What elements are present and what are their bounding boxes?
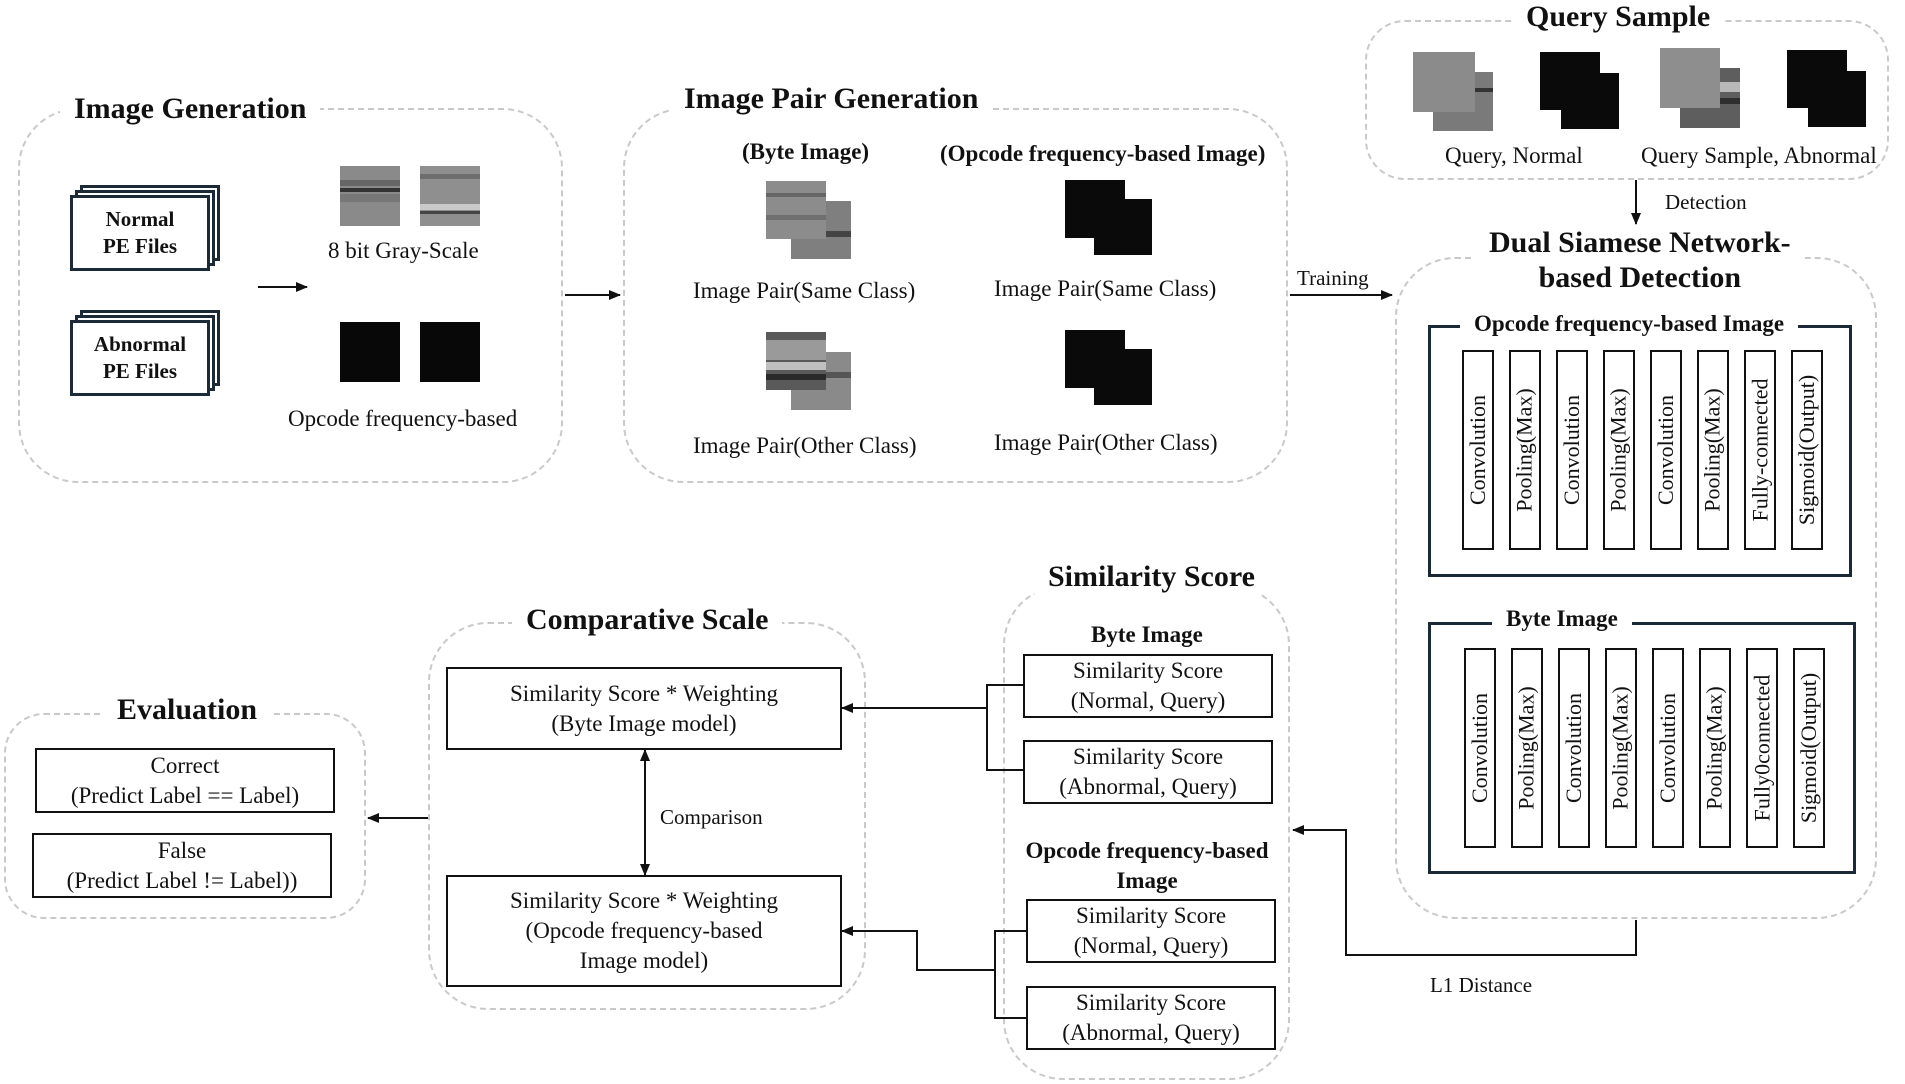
comparison-label: Comparison xyxy=(660,805,763,829)
byte-layer-pooling-2: Pooling(Max) xyxy=(1605,648,1637,848)
opcode-pair-other-label: Image Pair(Other Class) xyxy=(994,430,1218,455)
false-box: False (Predict Label != Label)) xyxy=(32,833,332,898)
byte-layer-pooling-3: Pooling(Max) xyxy=(1699,648,1731,848)
gray-scale-image-2 xyxy=(420,166,480,226)
opcode-layer-convolution-2: Convolution xyxy=(1556,350,1588,550)
correct-box: Correct (Predict Label == Label) xyxy=(35,748,335,813)
query-normal-label: Query, Normal xyxy=(1445,143,1583,168)
query-normal-opcode-image xyxy=(1540,52,1620,130)
byte-layer-pooling-1: Pooling(Max) xyxy=(1511,648,1543,848)
opcode-pair-same-label: Image Pair(Same Class) xyxy=(994,276,1217,301)
opcode-image-2 xyxy=(420,322,480,382)
query-abnormal-gray-image xyxy=(1660,48,1740,128)
byte-layer-convolution-1: Convolution xyxy=(1464,648,1496,848)
evaluation-title: Evaluation xyxy=(103,693,272,727)
query-abnormal-opcode-image xyxy=(1787,50,1867,128)
byte-pair-same-label: Image Pair(Same Class) xyxy=(693,278,916,303)
similarity-opcode-header: Opcode frequency-based Image xyxy=(1025,838,1269,893)
l1-distance-label: L1 Distance xyxy=(1430,973,1533,997)
byte-layer-convolution-3: Convolution xyxy=(1652,648,1684,848)
opcode-layer-convolution-1: Convolution xyxy=(1462,350,1494,550)
opcode-layer-pooling-2: Pooling(Max) xyxy=(1603,350,1635,550)
query-abnormal-label: Query Sample, Abnormal xyxy=(1641,143,1877,168)
image-pair-generation-title: Image Pair Generation xyxy=(670,82,993,116)
opcode-layer-pooling-3: Pooling(Max) xyxy=(1697,350,1729,550)
opcode-pair-other-image xyxy=(1065,330,1153,406)
opcode-layer-pooling-1: Pooling(Max) xyxy=(1509,350,1541,550)
image-generation-title: Image Generation xyxy=(60,92,321,126)
byte-layer-fully-connected: Fully0connected xyxy=(1746,648,1778,848)
byte-layer-sigmoid-output: Sigmoid(Output) xyxy=(1793,648,1825,848)
similarity-score-title: Similarity Score xyxy=(1034,560,1269,594)
abnormal-pe-files: Abnormal PE Files xyxy=(70,320,210,396)
gray-scale-label: 8 bit Gray-Scale xyxy=(328,238,479,263)
query-sample-title: Query Sample xyxy=(1512,0,1725,34)
gray-scale-image-1 xyxy=(340,166,400,226)
query-normal-gray-image xyxy=(1413,52,1493,131)
byte-network-title: Byte Image xyxy=(1492,606,1632,632)
opcode-layer-sigmoid-output: Sigmoid(Output) xyxy=(1791,350,1823,550)
opcode-similarity-normal-box: Similarity Score (Normal, Query) xyxy=(1026,899,1276,963)
pair-opcode-header: (Opcode frequency-based Image) xyxy=(940,141,1266,166)
byte-network-box xyxy=(1428,622,1856,874)
byte-weighting-box: Similarity Score * Weighting (Byte Image… xyxy=(446,667,842,750)
opcode-similarity-abnormal-box: Similarity Score (Abnormal, Query) xyxy=(1026,986,1276,1050)
dual-siamese-title: Dual Siamese Network- based Detection xyxy=(1475,225,1805,295)
byte-layer-convolution-2: Convolution xyxy=(1558,648,1590,848)
normal-pe-files: Normal PE Files xyxy=(70,195,210,271)
byte-pair-other-label: Image Pair(Other Class) xyxy=(693,433,917,458)
detection-label: Detection xyxy=(1665,190,1747,214)
byte-similarity-abnormal-box: Similarity Score (Abnormal, Query) xyxy=(1023,740,1273,804)
byte-similarity-normal-box: Similarity Score (Normal, Query) xyxy=(1023,654,1273,718)
opcode-weighting-box: Similarity Score * Weighting (Opcode fre… xyxy=(446,875,842,987)
opcode-layer-fully-connected: Fully-connected xyxy=(1744,350,1776,550)
training-label: Training xyxy=(1297,266,1369,290)
comparative-scale-title: Comparative Scale xyxy=(512,603,783,637)
similarity-byte-header: Byte Image xyxy=(1091,622,1203,647)
pair-byte-header: (Byte Image) xyxy=(742,139,870,164)
byte-pair-same-image xyxy=(766,181,851,259)
opcode-image-1 xyxy=(340,322,400,382)
opcode-network-title: Opcode frequency-based Image xyxy=(1460,311,1799,337)
opcode-layer-convolution-3: Convolution xyxy=(1650,350,1682,550)
opcode-pair-same-image xyxy=(1065,180,1153,256)
opcode-frequency-label: Opcode frequency-based xyxy=(288,406,518,431)
byte-pair-other-image xyxy=(766,332,851,410)
